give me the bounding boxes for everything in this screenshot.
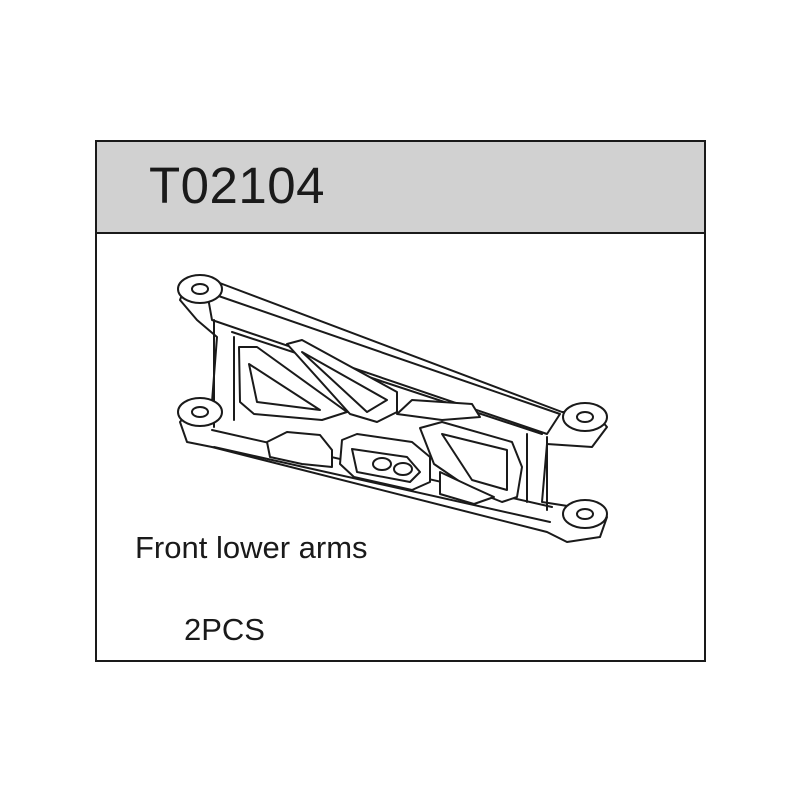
part-quantity: 2PCS [184, 612, 265, 647]
part-description: Front lower arms [135, 530, 368, 565]
part-number: T02104 [149, 157, 325, 214]
part-header: T02104 [97, 142, 704, 234]
suspension-arm-drawing-icon [177, 274, 608, 543]
part-card: T02104 [95, 140, 706, 662]
